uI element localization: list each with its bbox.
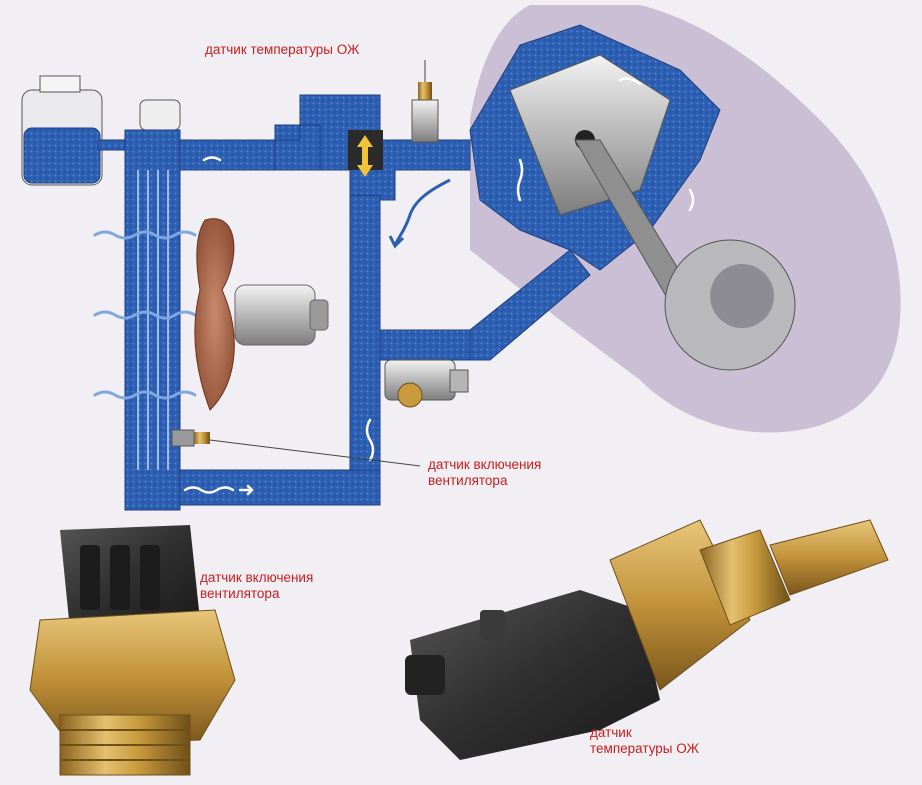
coolant-flow-arrows xyxy=(183,77,695,496)
coolant-temp-sensor-diagram xyxy=(411,82,439,143)
radiator xyxy=(124,129,181,511)
fan-switch-sensor-label-diagram-line2: вентилятора xyxy=(428,473,508,488)
fan-switch-sensor-label-diagram-line1: датчик включения xyxy=(428,457,542,472)
fan-switch-sensor-photo xyxy=(29,525,236,776)
fan-switch-sensor-label-diagram: датчик включения вентилятора xyxy=(428,457,541,489)
fan-switch-sensor-label-photo-line1: датчик включения xyxy=(200,570,314,585)
fan-switch-sensor-diagram xyxy=(171,429,210,447)
cooling-fan xyxy=(194,218,235,411)
piston-assembly xyxy=(509,54,796,371)
coolant-temp-sensor-photo xyxy=(405,519,889,760)
coolant-temp-sensor-label-photo: датчик температуры ОЖ xyxy=(590,725,699,757)
fan-switch-sensor-label-photo: датчик включения вентилятора xyxy=(200,570,313,602)
coolant-temp-sensor-label-top: датчик температуры ОЖ xyxy=(205,42,360,57)
thermostat xyxy=(348,130,383,177)
water-pump xyxy=(384,359,469,408)
coolant-temp-sensor-label-photo-line1: датчик xyxy=(590,725,632,740)
flow-direction-arrow xyxy=(388,178,451,249)
fan-motor xyxy=(234,284,329,346)
leader-lines xyxy=(209,60,426,467)
fan-switch-sensor-label-photo-line2: вентилятора xyxy=(200,586,280,601)
coolant-temp-sensor-label-photo-line2: температуры ОЖ xyxy=(590,741,699,756)
airflow-arrows xyxy=(93,230,197,400)
